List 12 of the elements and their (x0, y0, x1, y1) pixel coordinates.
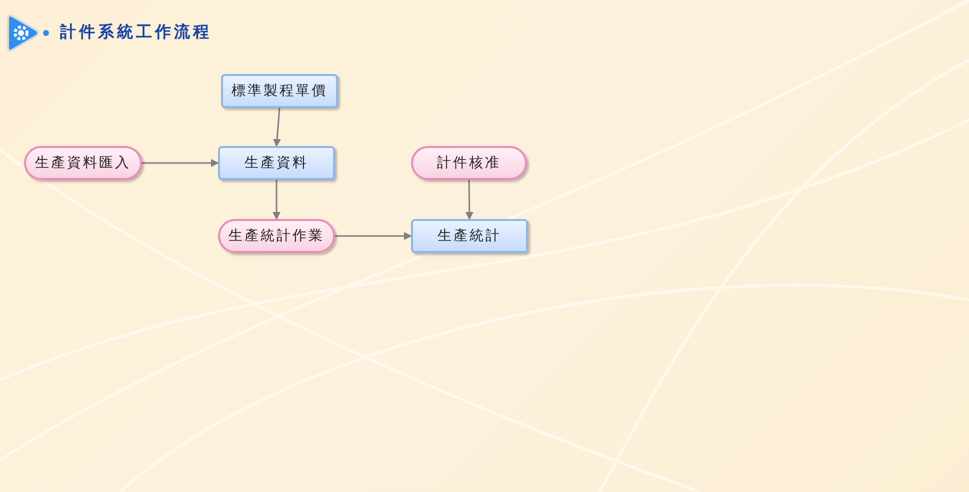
rounded-process-box: 生產統計作業 (218, 219, 335, 253)
arrow (335, 232, 412, 240)
arrow (273, 108, 282, 147)
rounded-process-box: 計件核准 (411, 146, 527, 180)
process-box: 標準製程單價 (221, 74, 338, 108)
process-box: 生產統計 (411, 219, 528, 253)
arrow (272, 180, 280, 220)
title: 計件系統工作流程 (60, 22, 212, 43)
arrow (142, 159, 219, 167)
arrow (465, 180, 474, 220)
process-box: 生產資料 (218, 146, 335, 180)
rounded-process-box: 生產資料匯入 (24, 146, 142, 180)
